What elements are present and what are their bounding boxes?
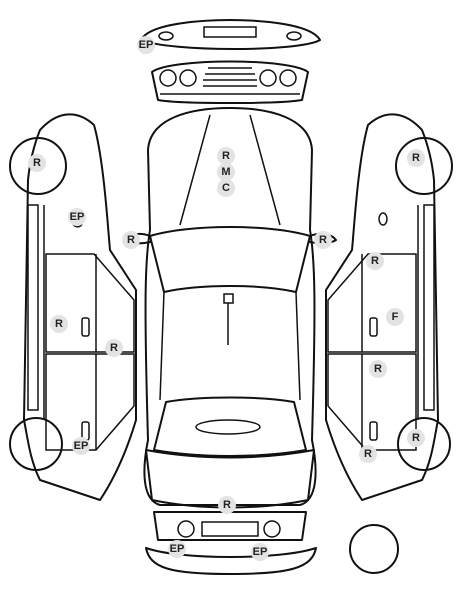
marker-label: EP bbox=[253, 546, 268, 558]
spare-wheel[interactable] bbox=[349, 524, 399, 574]
marker-label: R bbox=[412, 432, 420, 444]
right-rear-wheel[interactable] bbox=[397, 417, 451, 471]
windshield[interactable] bbox=[149, 226, 311, 293]
marker-label: R bbox=[371, 255, 379, 267]
left-rear-wheel[interactable] bbox=[9, 417, 63, 471]
rear-window[interactable] bbox=[153, 396, 307, 457]
marker-left-sill-r[interactable]: R bbox=[105, 339, 123, 357]
right-fuel-cap[interactable] bbox=[378, 212, 388, 226]
rear-lights[interactable] bbox=[153, 511, 307, 541]
left-front-door[interactable] bbox=[45, 253, 135, 353]
marker-label: R bbox=[110, 342, 118, 354]
trunk[interactable] bbox=[145, 449, 315, 509]
marker-label: EP bbox=[170, 543, 185, 555]
marker-roof-c[interactable]: C bbox=[217, 179, 235, 197]
marker-label: EP bbox=[70, 211, 85, 223]
marker-right-front-door-r[interactable]: R bbox=[366, 252, 384, 270]
marker-label: R bbox=[127, 234, 135, 246]
left-front-wheel[interactable] bbox=[9, 137, 67, 195]
marker-roof-r[interactable]: R bbox=[217, 147, 235, 165]
marker-label: R bbox=[222, 150, 230, 162]
marker-right-rear-panel-r[interactable]: R bbox=[359, 445, 377, 463]
marker-label: R bbox=[364, 448, 372, 460]
marker-label: R bbox=[319, 234, 327, 246]
rear-bumper[interactable] bbox=[145, 547, 317, 575]
roof[interactable] bbox=[159, 291, 301, 401]
marker-label: R bbox=[33, 157, 41, 169]
left-side-body[interactable] bbox=[23, 113, 137, 501]
marker-label: EP bbox=[139, 39, 154, 51]
marker-right-front-wheel-r[interactable]: R bbox=[407, 149, 425, 167]
car-body-top[interactable] bbox=[143, 107, 317, 506]
left-rear-door[interactable] bbox=[45, 353, 135, 451]
right-side-body[interactable] bbox=[325, 113, 439, 501]
marker-label: R bbox=[55, 318, 63, 330]
marker-label: C bbox=[222, 182, 230, 194]
marker-trunk-r[interactable]: R bbox=[218, 496, 236, 514]
marker-right-mirror-r[interactable]: R bbox=[314, 231, 332, 249]
marker-right-front-door-f[interactable]: F bbox=[386, 308, 404, 326]
right-front-wheel[interactable] bbox=[395, 137, 453, 195]
marker-right-rear-wheel-r[interactable]: R bbox=[407, 429, 425, 447]
marker-label: R bbox=[223, 499, 231, 511]
marker-label: F bbox=[392, 311, 399, 323]
marker-front-bumper-ep[interactable]: EP bbox=[137, 36, 155, 54]
marker-label: EP bbox=[74, 440, 89, 452]
marker-label: R bbox=[412, 152, 420, 164]
marker-left-rear-ep[interactable]: EP bbox=[72, 437, 90, 455]
marker-label: M bbox=[221, 166, 230, 178]
marker-left-front-fender-ep[interactable]: EP bbox=[68, 208, 86, 226]
marker-rear-bumper-ep-left[interactable]: EP bbox=[168, 540, 186, 558]
marker-left-mirror-r[interactable]: R bbox=[122, 231, 140, 249]
marker-right-rear-door-r[interactable]: R bbox=[369, 360, 387, 378]
marker-rear-bumper-ep-right[interactable]: EP bbox=[251, 543, 269, 561]
marker-left-front-wheel-r[interactable]: R bbox=[28, 154, 46, 172]
marker-left-front-door-r[interactable]: R bbox=[50, 315, 68, 333]
front-headlights[interactable] bbox=[151, 60, 309, 104]
front-bumper[interactable] bbox=[140, 19, 321, 50]
marker-label: R bbox=[374, 363, 382, 375]
marker-roof-m[interactable]: M bbox=[217, 163, 235, 181]
